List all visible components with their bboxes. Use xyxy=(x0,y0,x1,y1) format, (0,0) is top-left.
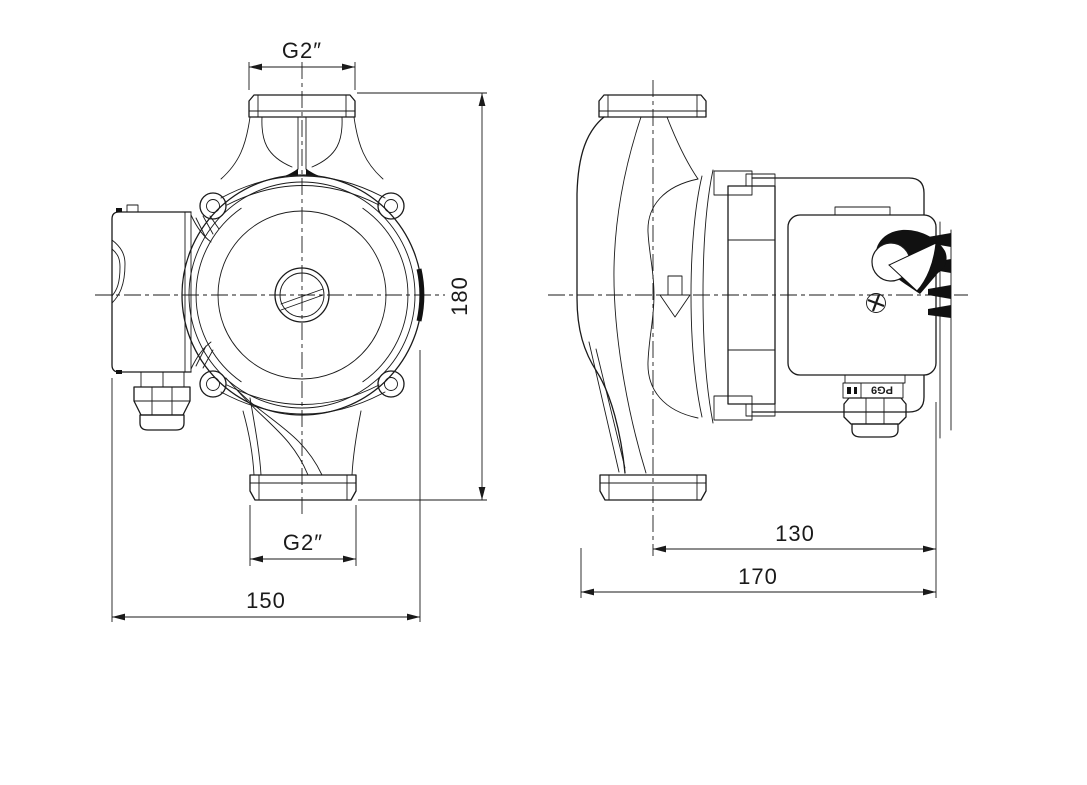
dimension-port-bottom: G2″ xyxy=(249,505,357,566)
dimension-port-top-label: G2″ xyxy=(282,38,322,63)
side-top-flange xyxy=(598,94,707,118)
front-top-flange xyxy=(248,94,356,118)
dimension-height-label: 180 xyxy=(447,276,472,316)
dimension-port-bottom-label: G2″ xyxy=(283,530,323,555)
side-volute xyxy=(576,116,699,474)
dimension-center-to-end: 130 xyxy=(653,402,937,598)
side-view: PG9 130 170 xyxy=(548,80,968,598)
dimension-170-label: 170 xyxy=(738,564,778,589)
bolt-ear-top-left xyxy=(199,192,227,220)
gusset-bottom xyxy=(190,341,214,370)
dimension-width-label: 150 xyxy=(246,588,286,613)
side-cable-gland-icon xyxy=(843,397,907,438)
bolt-ear-bottom-right xyxy=(377,370,405,398)
front-discharge-neck xyxy=(220,377,386,476)
terminal-screw-icon xyxy=(866,293,886,313)
dimension-width: 150 xyxy=(111,350,421,622)
gland-label-plate: PG9 xyxy=(842,374,906,399)
front-bottom-flange xyxy=(249,474,357,501)
vent-plug-icon xyxy=(274,267,330,323)
cable-gland-label: PG9 xyxy=(871,384,893,396)
speed-selector-knob-icon xyxy=(871,229,947,294)
dimension-port-top: G2″ xyxy=(248,38,356,90)
stator-housing xyxy=(727,173,776,417)
front-knob-profile xyxy=(111,239,126,304)
front-suction-neck xyxy=(220,116,386,206)
gusset-top xyxy=(190,214,220,243)
front-terminal-box xyxy=(111,204,220,374)
front-cable-gland-icon xyxy=(133,371,191,431)
dimension-130-label: 130 xyxy=(775,521,815,546)
side-bottom-flange xyxy=(599,474,707,501)
bolt-ear-top-right xyxy=(377,192,405,220)
motor-clamp-band xyxy=(690,169,753,424)
dimension-height: 180 xyxy=(357,92,487,501)
dimension-depth: 170 xyxy=(580,548,936,598)
front-view: G2″ 180 G2″ 150 xyxy=(95,38,487,622)
pump-body xyxy=(181,174,425,416)
body-edge-shading xyxy=(416,268,425,322)
flow-direction-arrow-icon xyxy=(659,275,691,318)
bolt-ear-bottom-left xyxy=(199,370,227,398)
